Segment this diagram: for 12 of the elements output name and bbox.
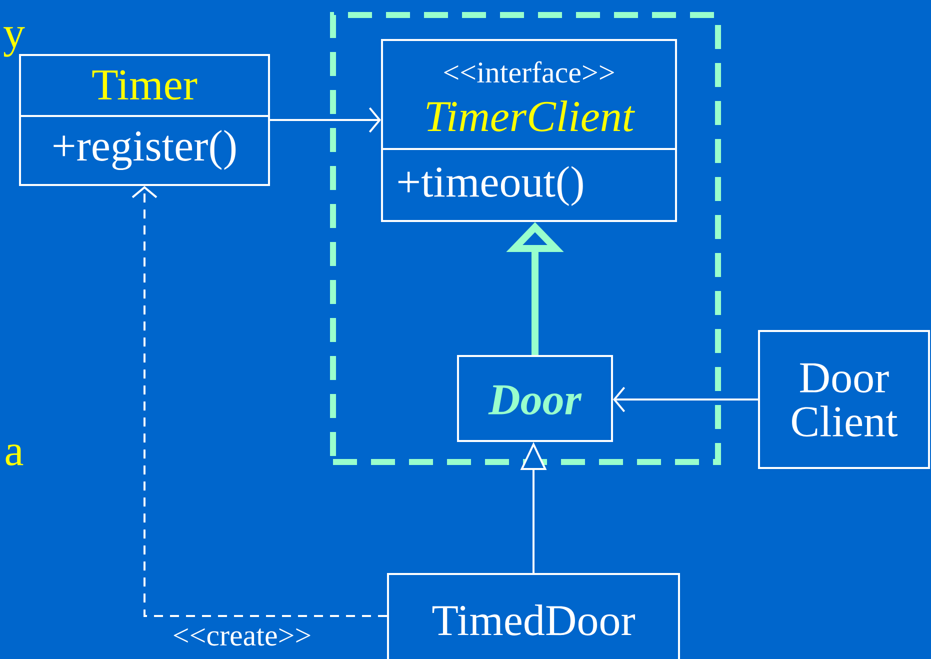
edge-label: <<create>> <box>174 628 310 646</box>
class-box: Door <box>457 355 613 442</box>
slide-text: y <box>4 27 25 57</box>
dependency-arrow <box>132 186 387 617</box>
class-box: Timer +register() <box>19 54 270 186</box>
slide-text: a <box>6 444 24 466</box>
class-box: TimedDoor <box>387 573 680 659</box>
package-frame <box>330 12 721 465</box>
interface-box: <<interface>> TimerClient +timeout() <box>381 39 677 222</box>
class-box: Door Client <box>758 330 930 469</box>
arrow <box>270 107 381 133</box>
arrow <box>613 386 758 412</box>
